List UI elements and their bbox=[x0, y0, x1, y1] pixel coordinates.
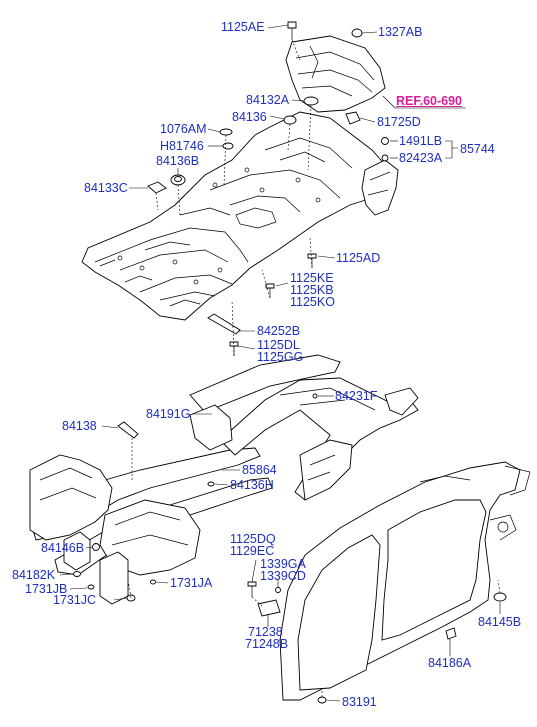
part-label-83191: 83191 bbox=[342, 695, 377, 709]
part-label-71238: 71238 bbox=[248, 625, 283, 639]
part-label-84133c: 84133C bbox=[84, 181, 128, 195]
part-label-84186a: 84186A bbox=[428, 656, 472, 670]
part-label-85864: 85864 bbox=[242, 463, 277, 477]
part-label-1731jb: 1731JB bbox=[25, 582, 68, 596]
part-label-1491lb: 1491LB bbox=[399, 134, 443, 148]
part-label-81725d: 81725D bbox=[377, 115, 421, 129]
small-parts bbox=[73, 21, 507, 704]
part-label-84136b: 84136B bbox=[156, 154, 200, 168]
part-label-84252b: 84252B bbox=[257, 324, 301, 338]
part-label-h81746: H81746 bbox=[160, 139, 204, 153]
part-label-1076am: 1076AM bbox=[160, 122, 207, 136]
part-label-84182k: 84182K bbox=[12, 568, 56, 582]
part-label-84132a: 84132A bbox=[246, 93, 290, 107]
part-label-1731ja: 1731JA bbox=[170, 576, 213, 590]
part-label-1125dl: 1125DL bbox=[257, 338, 300, 352]
reference-link-60-690[interactable]: REF.60-690 bbox=[396, 94, 463, 108]
part-label-84231f: 84231F bbox=[335, 389, 378, 403]
part-label-84136: 84136 bbox=[232, 110, 267, 124]
part-label-1327ab: 1327AB bbox=[378, 25, 423, 39]
floor-panel bbox=[81, 111, 399, 321]
heat-shield bbox=[285, 35, 386, 113]
part-label-85744: 85744 bbox=[460, 142, 495, 156]
part-label-1125gg: 1125GG bbox=[257, 350, 304, 364]
part-label-1731jc: 1731JC bbox=[53, 593, 97, 607]
part-label-84145b: 84145B bbox=[478, 615, 522, 629]
part-label-1339cd: 1339CD bbox=[260, 569, 306, 583]
part-label-82423a: 82423A bbox=[399, 151, 443, 165]
part-label-71248b: 71248B bbox=[245, 637, 289, 651]
part-label-1125ke: 1125KE bbox=[290, 271, 334, 285]
part-label-1125ae: 1125AE bbox=[221, 20, 265, 34]
part-label-1125kb: 1125KB bbox=[290, 283, 334, 297]
part-label-1125ko: 1125KO bbox=[290, 295, 335, 309]
part-label-84191g: 84191G bbox=[146, 407, 191, 421]
underbody-frame bbox=[29, 354, 419, 605]
part-label-84138: 84138 bbox=[62, 419, 97, 433]
part-label-1129ec: 1129EC bbox=[230, 544, 275, 558]
part-label-1125ad: 1125AD bbox=[336, 251, 381, 265]
leader-lines bbox=[59, 24, 501, 702]
part-label-84146b: 84146B bbox=[41, 541, 85, 555]
part-label-1339ga: 1339GA bbox=[260, 557, 306, 571]
part-label-1125dq: 1125DQ bbox=[230, 532, 276, 546]
side-body-panel bbox=[279, 461, 531, 701]
part-label-84136h: 84136H bbox=[230, 478, 274, 492]
